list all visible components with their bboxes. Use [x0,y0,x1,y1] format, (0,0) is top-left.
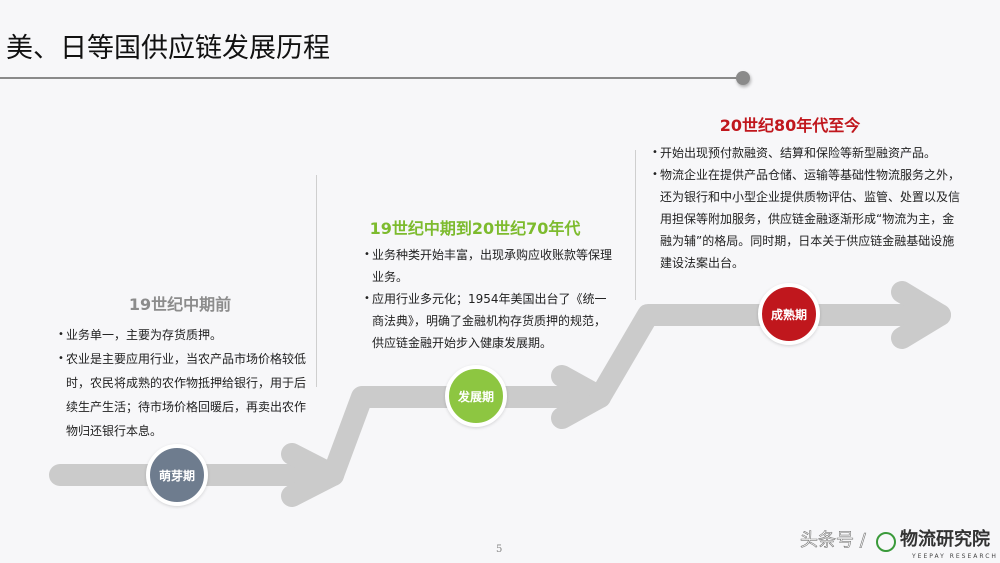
stage-heading: 19世纪中期到20世纪70年代 [369,219,581,238]
bullet-item: 开始出现预付款融资、结算和保险等新型融资产品。 [652,142,966,164]
bullet-item: 物流企业在提供产品仓储、运输等基础性物流服务之外，还为银行和中小型企业提供质物评… [652,164,966,274]
separator-line [316,175,317,387]
watermark-subtitle: YEEPAY RESEARCH [912,553,998,560]
bullet-item: 应用行业多元化；1954年美国出台了《统一商法典》，明确了金融机构存货质押的规范… [364,288,612,354]
arrow-segment-3 [589,304,951,408]
page-title: 美、日等国供应链发展历程 [6,33,330,64]
title-divider [0,77,740,79]
bullet-item: 业务单一，主要为存货质押。 [58,323,308,347]
stage-bullets: 业务种类开始丰富，出现承购应收账款等保理业务。 应用行业多元化；1954年美国出… [364,244,612,354]
divider-end-dot [736,71,750,85]
separator-line [635,150,636,300]
watermark-brand: 物流研究院 [900,529,990,550]
arrow-segment-2 [322,386,611,486]
arrow-head-3 [891,281,951,349]
bullet-item: 业务种类开始丰富，出现承购应收账款等保理业务。 [364,244,612,288]
badge-growth-stage: 发展期 [445,365,507,427]
bullet-item: 农业是主要应用行业，当农产品市场价格较低时，农民将成熟的农作物抵押给银行，用于后… [58,347,308,443]
stage-heading: 20世纪80年代至今 [719,116,861,135]
stage-heading: 19世纪中期前 [128,295,232,314]
watermark-logo-icon [876,532,896,552]
badge-mature-stage: 成熟期 [758,283,820,345]
badge-sprout-stage: 萌芽期 [146,444,208,506]
stage-bullets: 开始出现预付款融资、结算和保险等新型融资产品。 物流企业在提供产品仓储、运输等基… [652,142,966,274]
stage-bullets: 业务单一，主要为存货质押。 农业是主要应用行业，当农产品市场价格较低时，农民将成… [58,323,308,443]
watermark-text: 头条号 / [800,530,866,551]
page-number: 5 [496,544,503,555]
